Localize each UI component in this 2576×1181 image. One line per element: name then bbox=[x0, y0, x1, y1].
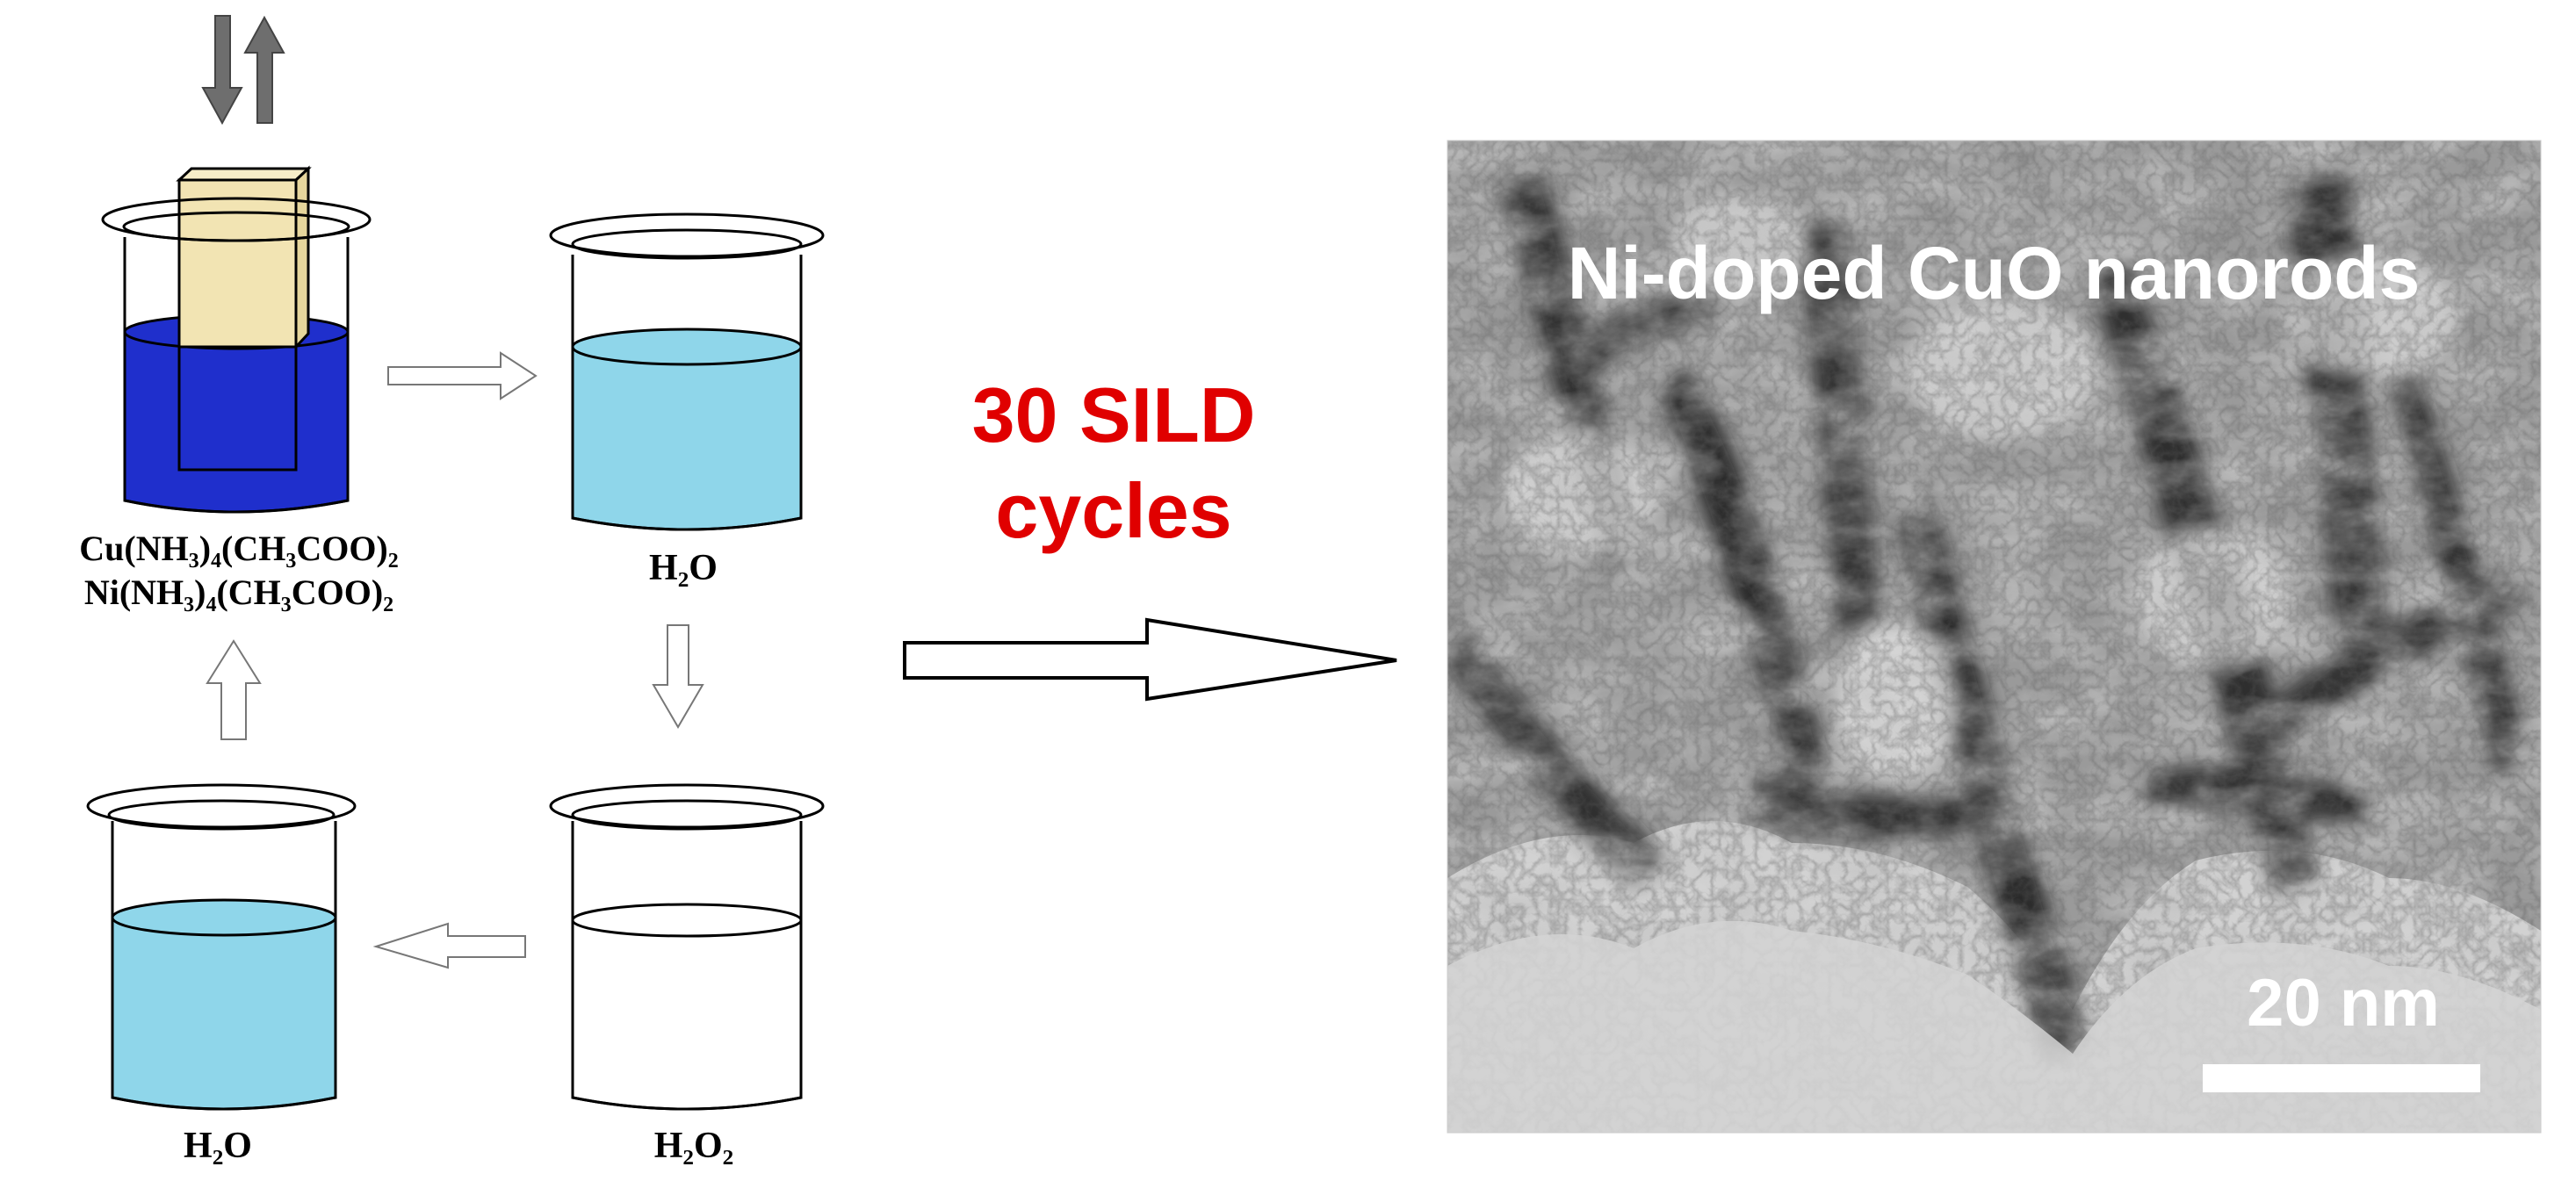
cycles-line2: cycles bbox=[995, 467, 1231, 554]
rinse-2-label: H₂O bbox=[184, 1126, 252, 1166]
arrow-down-outline-icon bbox=[652, 624, 704, 729]
scale-bar-label: 20 nm bbox=[2247, 966, 2440, 1041]
beaker-precursor bbox=[101, 165, 372, 514]
precursor-label-line2: Ni(NH₃)₄(CH₃COO)₂ bbox=[84, 572, 393, 612]
substrate-slide bbox=[176, 165, 312, 472]
rinse-1-label: H₂O bbox=[649, 548, 718, 588]
beaker-rinse-1 bbox=[549, 212, 825, 531]
tem-image bbox=[1447, 140, 2541, 1133]
arrow-left-icon bbox=[372, 922, 526, 969]
beaker-rinse-2 bbox=[86, 783, 357, 1111]
precursor-solution bbox=[123, 320, 350, 514]
arrow-up-outline-icon bbox=[206, 639, 262, 740]
big-process-arrow bbox=[903, 617, 1397, 702]
arrow-down-icon bbox=[201, 15, 243, 126]
dip-arrows bbox=[201, 15, 285, 126]
scale-bar bbox=[2203, 1064, 2480, 1092]
arrow-right-icon bbox=[387, 351, 538, 400]
cycles-line1: 30 SILD bbox=[972, 371, 1256, 458]
tem-title: Ni-doped CuO nanorods bbox=[1568, 232, 2421, 314]
arrow-up-icon bbox=[243, 15, 285, 124]
beaker-oxidant bbox=[549, 783, 825, 1111]
precursor-label-line1: Cu(NH₃)₄(CH₃COO)₂ bbox=[79, 529, 399, 568]
oxidant-label: H₂O₂ bbox=[654, 1126, 734, 1166]
